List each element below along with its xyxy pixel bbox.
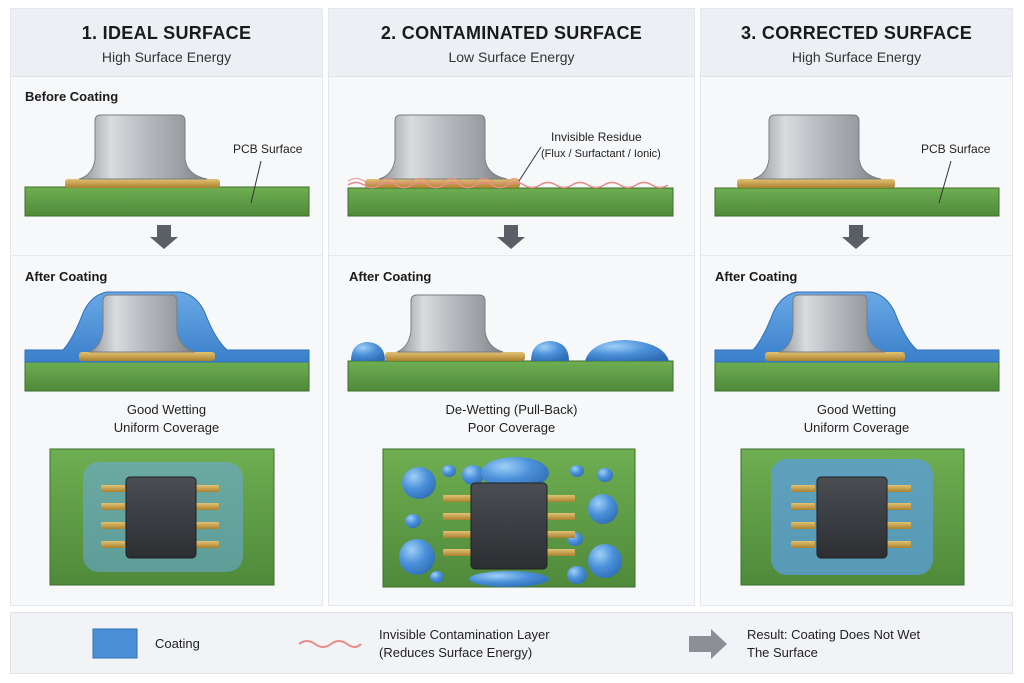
after-pcb-cross-section — [24, 291, 310, 392]
panel-header: 1. IDEAL SURFACE High Surface Energy — [11, 9, 322, 77]
after-pcb-cross-section — [347, 294, 674, 392]
panel-header: 2. CONTAMINATED SURFACE Low Surface Ener… — [329, 9, 694, 77]
section-divider — [701, 255, 1012, 256]
section-divider — [11, 255, 322, 256]
legend-swatches — [92, 628, 727, 659]
after-coating-label: After Coating — [349, 269, 432, 284]
panel-title: 1. IDEAL SURFACE — [81, 23, 252, 43]
result-caption: Good Wetting Uniform Coverage — [701, 401, 1012, 437]
before-pcb-cross-section — [714, 114, 1000, 217]
legend-contamination-text: Invisible Contamination Layer (Reduces S… — [379, 626, 550, 662]
coated-chip-top-view — [49, 448, 275, 586]
ic-chip — [470, 482, 548, 570]
before-pcb-cross-section — [347, 114, 674, 217]
result-line-2: Uniform Coverage — [803, 420, 910, 435]
ideal-surface-illustration: PCB Surface — [24, 114, 310, 586]
result-line-1: De-Wetting (Pull-Back) — [445, 402, 578, 417]
residue-callout: Invisible Residue (Flux / Surfactant / I… — [518, 130, 661, 182]
result-line-2: Uniform Coverage — [113, 420, 220, 435]
pcb-surface-callout-text: PCB Surface — [921, 142, 991, 156]
contamination-wave — [347, 181, 669, 189]
result-line-2: Poor Coverage — [467, 420, 556, 435]
residue-callout-line-1: Invisible Residue — [551, 130, 642, 144]
legend-result-text: Result: Coating Does Not Wet The Surface — [747, 626, 920, 662]
after-pcb-cross-section — [714, 291, 1000, 392]
legend: Coating Invisible Contamination Layer (R… — [10, 612, 1013, 674]
after-coating-label: After Coating — [715, 269, 798, 284]
result-caption: De-Wetting (Pull-Back) Poor Coverage — [329, 401, 694, 437]
residue-callout-line-2: (Flux / Surfactant / Ionic) — [541, 148, 661, 160]
result-line-1: Good Wetting — [126, 402, 207, 417]
down-arrow-icon — [497, 225, 525, 249]
panel-subtitle: High Surface Energy — [791, 49, 922, 65]
dewetted-chip-top-view — [382, 448, 636, 588]
coating-droplet — [351, 342, 385, 361]
result-line-1: Good Wetting — [816, 402, 897, 417]
panel-title: 2. CONTAMINATED SURFACE — [380, 23, 643, 43]
pcb-surface-callout: PCB Surface — [921, 142, 991, 204]
coating-droplet — [585, 340, 669, 361]
ic-chip — [125, 476, 197, 559]
coating-droplet — [531, 341, 569, 361]
panel-subtitle: High Surface Energy — [101, 49, 232, 65]
pcb-surface-callout-text: PCB Surface — [233, 142, 303, 156]
panel-ideal-surface: 1. IDEAL SURFACE High Surface Energy Bef… — [10, 8, 323, 606]
coated-chip-top-view — [740, 448, 965, 586]
contaminated-surface-illustration: Invisible Residue (Flux / Surfactant / I… — [347, 114, 674, 588]
contamination-swatch — [298, 640, 362, 648]
section-divider — [329, 255, 694, 256]
ic-chip — [816, 476, 888, 559]
result-caption: Good Wetting Uniform Coverage — [11, 401, 322, 437]
panel-header: 3. CORRECTED SURFACE High Surface Energy — [701, 9, 1012, 77]
panel-corrected-surface: 3. CORRECTED SURFACE High Surface Energy… — [700, 8, 1013, 606]
legend-result-line-2: The Surface — [747, 645, 818, 660]
before-pcb-cross-section — [24, 114, 310, 217]
coating-swatch — [92, 628, 138, 659]
legend-contamination-line-1: Invisible Contamination Layer — [379, 627, 550, 642]
panel-subtitle: Low Surface Energy — [448, 49, 575, 65]
corrected-surface-illustration: PCB Surface — [714, 114, 1000, 586]
legend-coating-text: Coating — [155, 636, 200, 651]
down-arrow-icon — [842, 225, 870, 249]
coating-droplets — [399, 457, 622, 587]
panel-title: 3. CORRECTED SURFACE — [740, 23, 973, 43]
legend-result-line-1: Result: Coating Does Not Wet — [747, 627, 921, 642]
pcb-surface-callout: PCB Surface — [233, 142, 303, 204]
result-arrow-icon — [689, 629, 727, 659]
before-coating-label: Before Coating — [25, 89, 119, 104]
down-arrow-icon — [150, 225, 178, 249]
panel-contaminated-surface: 2. CONTAMINATED SURFACE Low Surface Ener… — [328, 8, 695, 606]
after-coating-label: After Coating — [25, 269, 108, 284]
legend-contamination-line-2: (Reduces Surface Energy) — [379, 645, 533, 660]
